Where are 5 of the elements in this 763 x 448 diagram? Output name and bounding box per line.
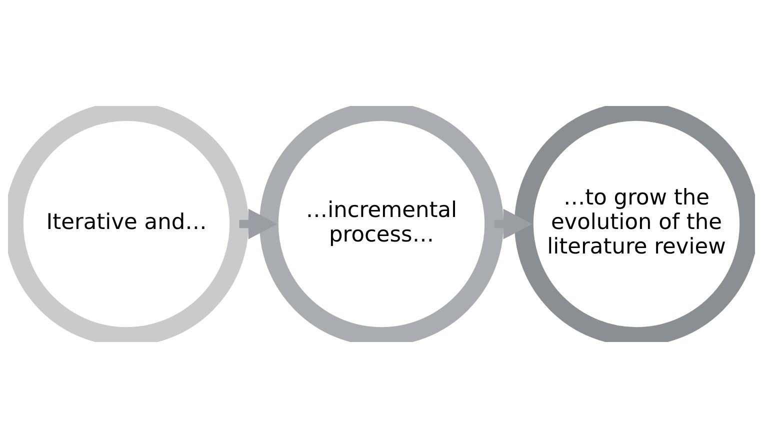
arrow — [239, 208, 278, 240]
node-circle: Iterative and… — [8, 106, 249, 342]
node-circle: …incremental process… — [259, 106, 504, 342]
arrow — [494, 208, 532, 240]
node-circle: …to grow the evolution of the literature review — [514, 106, 755, 342]
